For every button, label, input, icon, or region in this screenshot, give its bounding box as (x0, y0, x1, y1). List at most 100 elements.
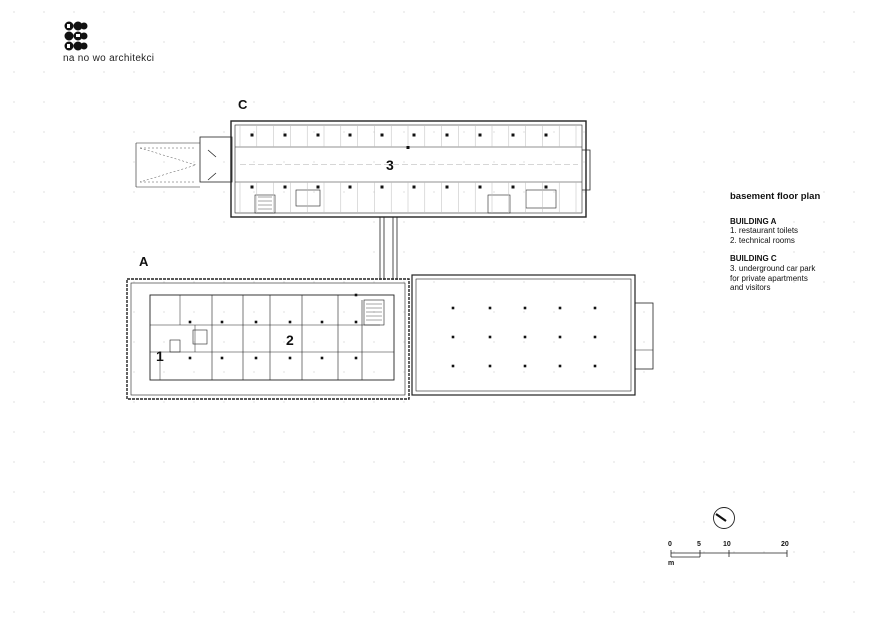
grid-dot (853, 71, 855, 73)
grid-dot (433, 461, 435, 463)
grid-dot (433, 431, 435, 433)
grid-dot (613, 71, 615, 73)
grid-dot (823, 161, 825, 163)
grid-dot (673, 41, 675, 43)
grid-dot (43, 251, 45, 253)
grid-dot (703, 611, 705, 613)
grid-dot (343, 431, 345, 433)
grid-dot (43, 371, 45, 373)
grid-dot (133, 161, 135, 163)
grid-dot (223, 341, 225, 343)
building-c-columns (250, 133, 548, 189)
grid-dot (343, 551, 345, 553)
grid-dot (433, 611, 435, 613)
structural-column (593, 364, 597, 368)
grid-dot (373, 41, 375, 43)
grid-dot (283, 161, 285, 163)
grid-dot (313, 401, 315, 403)
grid-dot (463, 131, 465, 133)
grid-dot (43, 191, 45, 193)
scale-tick-label: 5 (697, 541, 701, 548)
grid-dot (13, 581, 15, 583)
grid-dot (163, 551, 165, 553)
grid-dot (13, 491, 15, 493)
grid-dot (43, 71, 45, 73)
grid-dot (463, 551, 465, 553)
grid-dot (463, 281, 465, 283)
grid-dot (643, 221, 645, 223)
grid-dot (673, 221, 675, 223)
grid-dot (313, 191, 315, 193)
grid-dot (433, 11, 435, 13)
grid-dot (853, 581, 855, 583)
grid-dot (253, 131, 255, 133)
grid-dot (343, 341, 345, 343)
grid-dot (583, 101, 585, 103)
grid-dot (193, 401, 195, 403)
grid-dot (643, 371, 645, 373)
grid-dot (853, 251, 855, 253)
grid-dot (223, 491, 225, 493)
grid-dot (793, 71, 795, 73)
legend-title: basement floor plan (730, 191, 821, 202)
grid-dot (253, 401, 255, 403)
grid-dot (853, 341, 855, 343)
grid-dot (793, 341, 795, 343)
grid-dot (553, 341, 555, 343)
grid-dot (163, 101, 165, 103)
grid-dot (133, 221, 135, 223)
grid-dot (253, 431, 255, 433)
grid-dot (133, 581, 135, 583)
structural-column (348, 185, 352, 189)
grid-dot (763, 41, 765, 43)
grid-dot (583, 11, 585, 13)
grid-dot (463, 371, 465, 373)
grid-dot (313, 41, 315, 43)
grid-dot (763, 161, 765, 163)
grid-dot (763, 521, 765, 523)
grid-dot (253, 521, 255, 523)
grid-dot (463, 251, 465, 253)
grid-dot (823, 491, 825, 493)
grid-dot (343, 281, 345, 283)
legend-item: 2. technical rooms (730, 235, 795, 245)
grid-dot (103, 371, 105, 373)
grid-dot (523, 251, 525, 253)
grid-dot (13, 521, 15, 523)
grid-dot (673, 11, 675, 13)
grid-dot (103, 281, 105, 283)
room-number-2: 2 (286, 332, 294, 348)
grid-dot (823, 341, 825, 343)
grid-dot (763, 281, 765, 283)
grid-dot (613, 461, 615, 463)
structural-column (511, 133, 515, 137)
grid-dot (193, 551, 195, 553)
grid-dot (103, 311, 105, 313)
structural-column (445, 185, 449, 189)
structural-column (380, 185, 384, 189)
grid-dot (43, 581, 45, 583)
grid-dot (283, 581, 285, 583)
grid-dot (343, 401, 345, 403)
grid-dot (493, 131, 495, 133)
grid-dot (193, 491, 195, 493)
grid-dot (703, 251, 705, 253)
grid-dot (853, 461, 855, 463)
grid-dot (253, 161, 255, 163)
grid-dot (853, 431, 855, 433)
grid-dot (583, 71, 585, 73)
grid-dot (643, 131, 645, 133)
grid-dot (403, 311, 405, 313)
grid-dot (673, 191, 675, 193)
grid-dot (853, 521, 855, 523)
grid-dot (223, 161, 225, 163)
grid-dot (253, 221, 255, 223)
grid-dot (163, 311, 165, 313)
grid-dot (583, 311, 585, 313)
grid-dot (553, 161, 555, 163)
grid-dot (823, 221, 825, 223)
grid-dot (223, 371, 225, 373)
grid-dot (493, 311, 495, 313)
grid-dot (163, 161, 165, 163)
grid-dot (613, 551, 615, 553)
